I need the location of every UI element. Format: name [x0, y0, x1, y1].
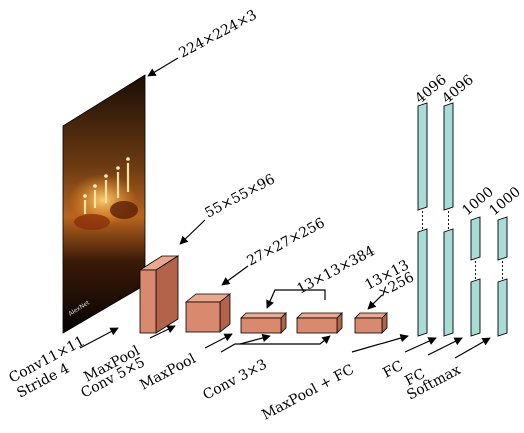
maxpool-fc-op-arrow — [351, 334, 409, 353]
conv3-op-bracket — [220, 335, 331, 353]
conv11-op-arrow — [79, 327, 119, 349]
maxpool-op-arrow — [204, 333, 233, 349]
input-dims-arrow — [147, 57, 179, 77]
softmax-op-arrow — [454, 337, 491, 359]
op-fc1-label: FC — [380, 358, 406, 382]
conv4-block — [296, 312, 343, 334]
softmax-column — [497, 216, 508, 337]
maxpool-conv5-op-arrow — [149, 325, 176, 339]
conv3-dims-label: 13×13×384 — [294, 243, 377, 297]
fc2-column — [443, 102, 454, 337]
op-conv3-label: Conv 3×3 — [200, 357, 269, 404]
conv1-dims-arrow — [179, 219, 206, 245]
fc2-op-arrow — [427, 337, 463, 356]
pool1-dims-arrow — [221, 265, 249, 286]
conv5-block — [354, 312, 388, 334]
pool1-dims-label: 27×27×256 — [244, 215, 327, 269]
pool1-block — [184, 293, 232, 333]
op-maxpool-label: MaxPool — [137, 351, 199, 394]
input-image: AlexNet — [62, 74, 146, 334]
conv3-bracket-arrow — [266, 289, 326, 309]
fc1-column — [417, 102, 428, 337]
op-maxpool-fc-label: MaxPool + FC — [259, 362, 356, 424]
fc3-column — [470, 216, 481, 337]
input-dims-label: 224×224×3 — [176, 7, 259, 61]
fc1-op-arrow — [404, 337, 437, 353]
fc2-size-label: 4096 — [439, 72, 477, 107]
conv3-block — [240, 312, 287, 334]
candles-graphic — [83, 163, 130, 214]
conv1-dims-label: 55×55×96 — [202, 171, 277, 221]
conv1-block — [138, 255, 180, 334]
conv3-op-branch — [239, 333, 271, 345]
softmax-size-label: 1000 — [486, 184, 524, 219]
conv5-dims-arrow — [367, 294, 383, 310]
